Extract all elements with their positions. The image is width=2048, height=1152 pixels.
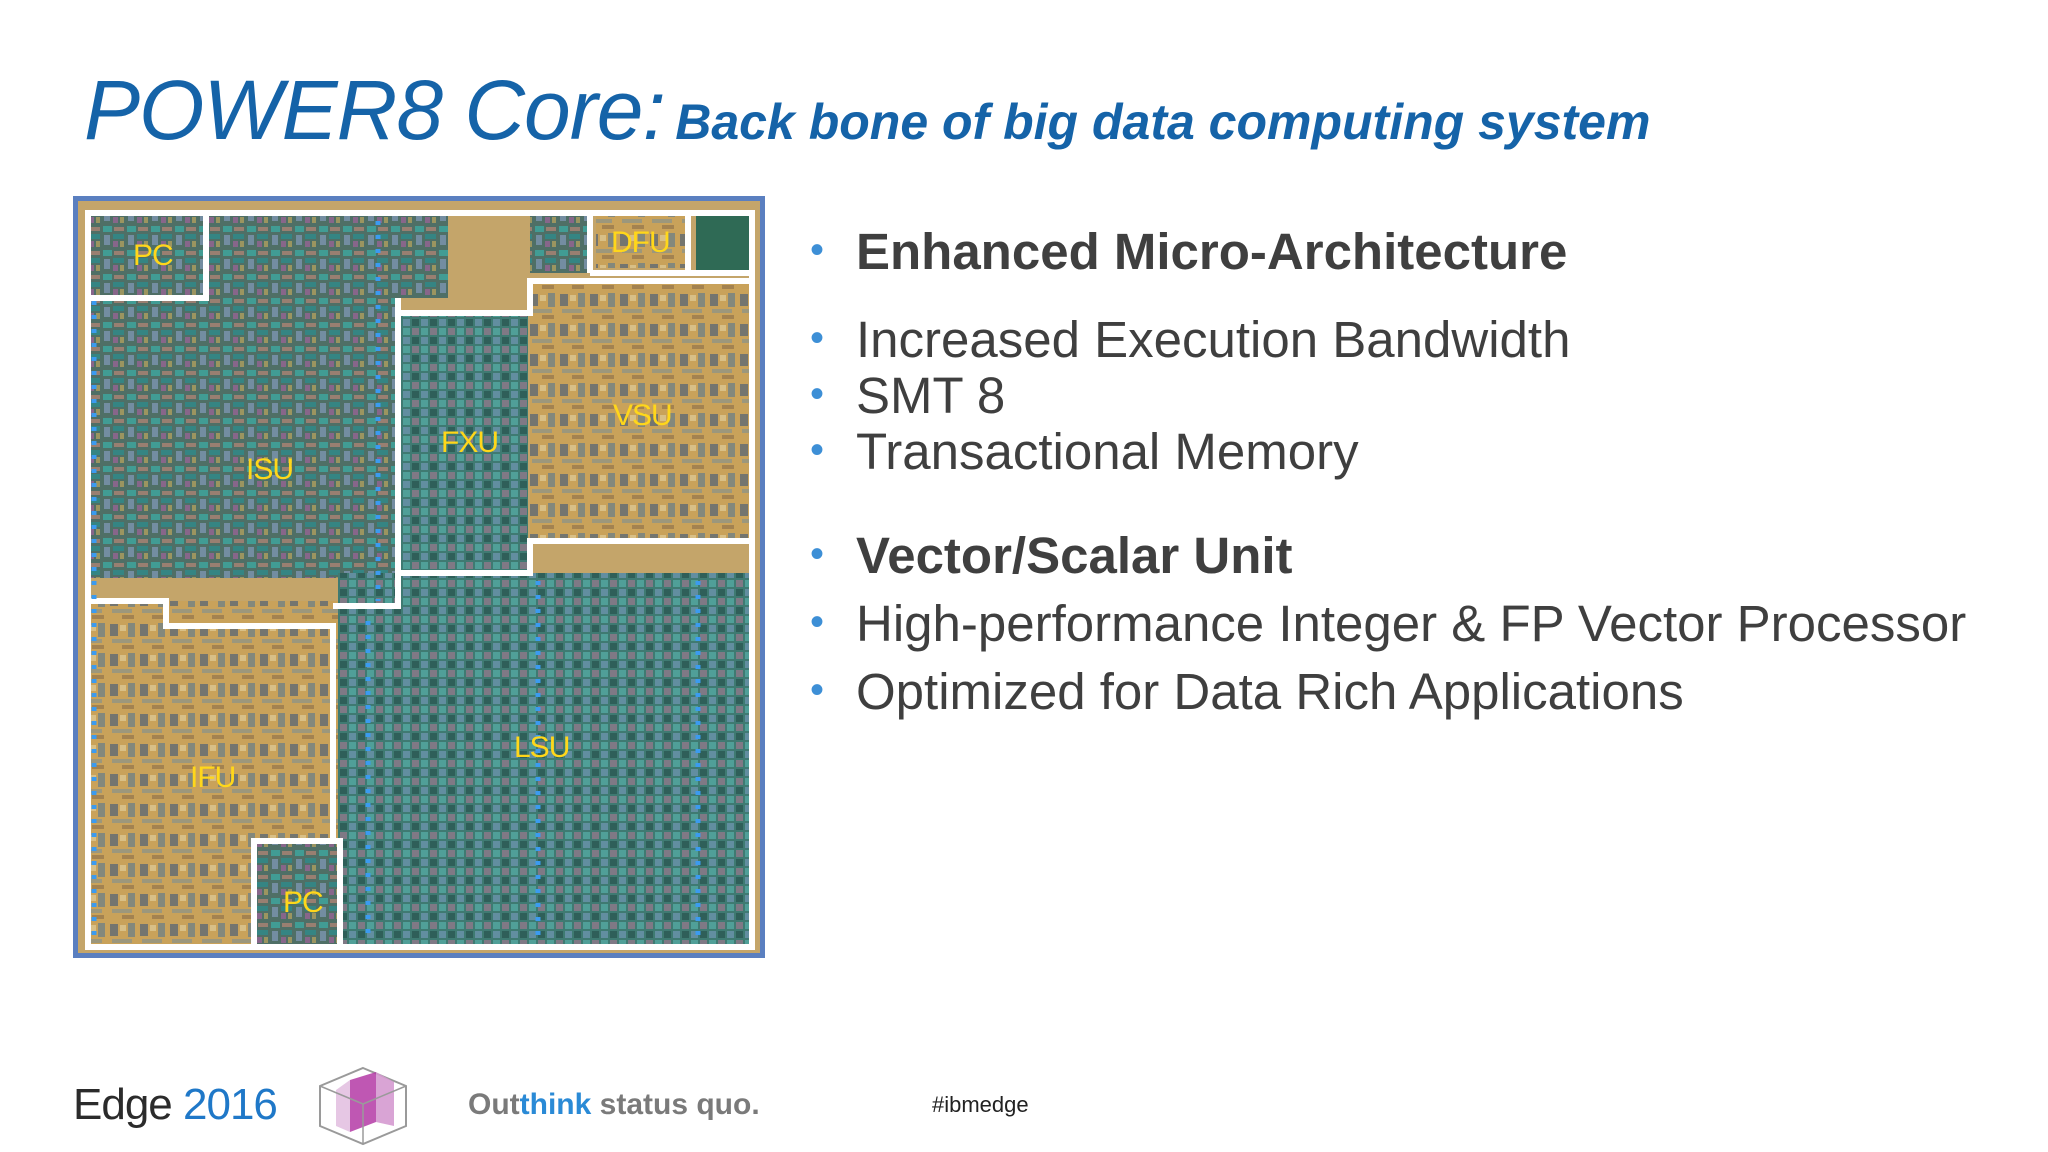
bullet-item: •Increased Execution Bandwidth — [810, 311, 1571, 368]
unit-label-dfu: DFU — [611, 226, 671, 259]
footer-year: 2016 — [183, 1080, 278, 1129]
unit-label-lsu: LSU — [514, 731, 570, 764]
unit-label-vsu: VSU — [613, 399, 673, 432]
bullet-dot-icon: • — [810, 668, 825, 712]
footer-edge-text: Edge — [73, 1080, 173, 1129]
bullet-item: •Optimized for Data Rich Applications — [810, 663, 1684, 720]
bullet-item: •SMT 8 — [810, 367, 1006, 424]
bullet-dot-icon: • — [810, 532, 825, 576]
title-subtitle: Back bone of big data computing system — [675, 94, 1651, 150]
die-floorplan — [78, 201, 760, 953]
footer-tagline: Outthink status quo. — [468, 1088, 760, 1122]
power8-die-image: PC DFU ISU FXU VSU IFU LSU PC — [73, 196, 765, 958]
unit-label-pc-bottom: PC — [283, 886, 324, 919]
bullet-item: •Enhanced Micro-Architecture — [810, 223, 1568, 280]
unit-label-ifu: IFU — [190, 761, 236, 794]
footer-edge-brand: Edge 2016 — [73, 1080, 278, 1130]
bullet-dot-icon: • — [810, 428, 825, 472]
unit-label-fxu: FXU — [441, 426, 499, 459]
bullet-dot-icon: • — [810, 600, 825, 644]
cube-logo-icon — [319, 1066, 407, 1146]
unit-label-pc-top: PC — [133, 239, 174, 272]
tagline-prefix: Out — [468, 1088, 520, 1121]
tagline-suffix: status quo. — [591, 1088, 760, 1121]
title-main: POWER8 Core: — [84, 63, 666, 157]
tagline-highlight: think — [519, 1088, 592, 1121]
bullet-dot-icon: • — [810, 228, 825, 272]
bullet-item: •High-performance Integer & FP Vector Pr… — [810, 595, 1967, 652]
bullet-dot-icon: • — [810, 372, 825, 416]
unit-label-isu: ISU — [246, 453, 294, 486]
bullet-dot-icon: • — [810, 316, 825, 360]
bullet-item: •Transactional Memory — [810, 423, 1359, 480]
bullet-item: •Vector/Scalar Unit — [810, 527, 1293, 584]
footer-hashtag: #ibmedge — [932, 1092, 1029, 1117]
slide-title: POWER8 Core: Back bone of big data compu… — [84, 62, 1650, 159]
